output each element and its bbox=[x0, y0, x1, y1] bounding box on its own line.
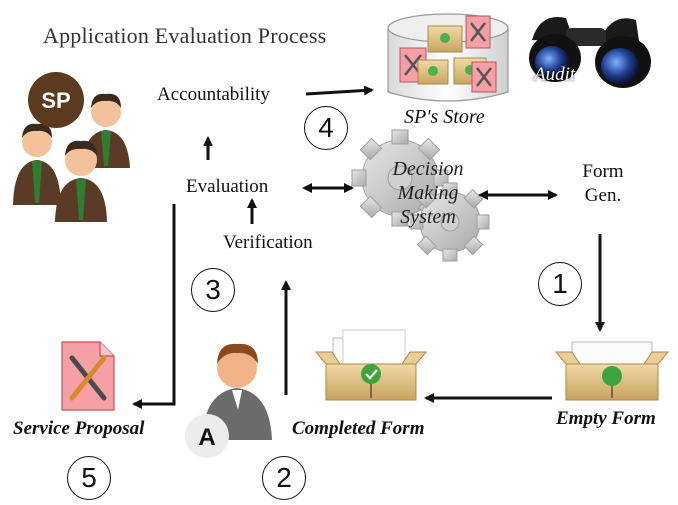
form-box-icon bbox=[417, 59, 449, 85]
audit-label: Audit bbox=[534, 64, 576, 85]
sp-badge: SP bbox=[41, 88, 70, 113]
evaluation-label: Evaluation bbox=[186, 176, 269, 197]
form-gen-label: Form Gen. bbox=[573, 160, 633, 208]
sp-badge-circle bbox=[28, 72, 84, 128]
diagram-title: Application Evaluation Process bbox=[43, 23, 327, 48]
completed-form-label: Completed Form bbox=[292, 418, 425, 439]
arrow-evaluation-to-proposal bbox=[132, 204, 176, 409]
form-box-icon bbox=[427, 25, 463, 53]
step-3-marker: 3 bbox=[191, 268, 235, 312]
step-5-marker: 5 bbox=[67, 456, 111, 500]
completed-form-icon bbox=[314, 329, 428, 401]
sp-store-label: SP's Store bbox=[404, 106, 485, 128]
sp-store-database-icon bbox=[387, 13, 509, 102]
applicant-badge: A bbox=[198, 424, 215, 451]
verification-label: Verification bbox=[223, 232, 313, 253]
arrow-accountability-to-store bbox=[305, 85, 374, 96]
step-4-marker: 4 bbox=[304, 106, 348, 150]
dms-line: Making bbox=[397, 182, 459, 204]
flow-arrows bbox=[132, 85, 605, 409]
dms-line: System bbox=[400, 206, 456, 228]
empty-form-label: Empty Form bbox=[556, 408, 656, 429]
step-1-marker: 1 bbox=[538, 262, 582, 306]
binoculars-icon bbox=[529, 16, 651, 88]
applicant-badge-circle bbox=[185, 414, 229, 458]
service-proposal-document-icon bbox=[61, 341, 115, 411]
person-icon bbox=[55, 140, 107, 222]
empty-form-icon bbox=[554, 341, 670, 401]
form-gen-line: Form bbox=[582, 161, 624, 182]
person-icon bbox=[13, 123, 61, 205]
step-2-marker: 2 bbox=[262, 456, 306, 500]
gears-icon bbox=[351, 129, 490, 262]
document-icon bbox=[471, 61, 497, 93]
document-icon bbox=[465, 15, 491, 49]
form-gen-line: Gen. bbox=[584, 185, 622, 206]
decision-making-system-label: Decision Making System bbox=[376, 157, 480, 229]
accountability-label: Accountability bbox=[157, 84, 270, 105]
service-providers-icon bbox=[13, 93, 130, 222]
dms-line: Decision bbox=[392, 158, 464, 180]
service-proposal-label: Service Proposal bbox=[13, 418, 145, 439]
